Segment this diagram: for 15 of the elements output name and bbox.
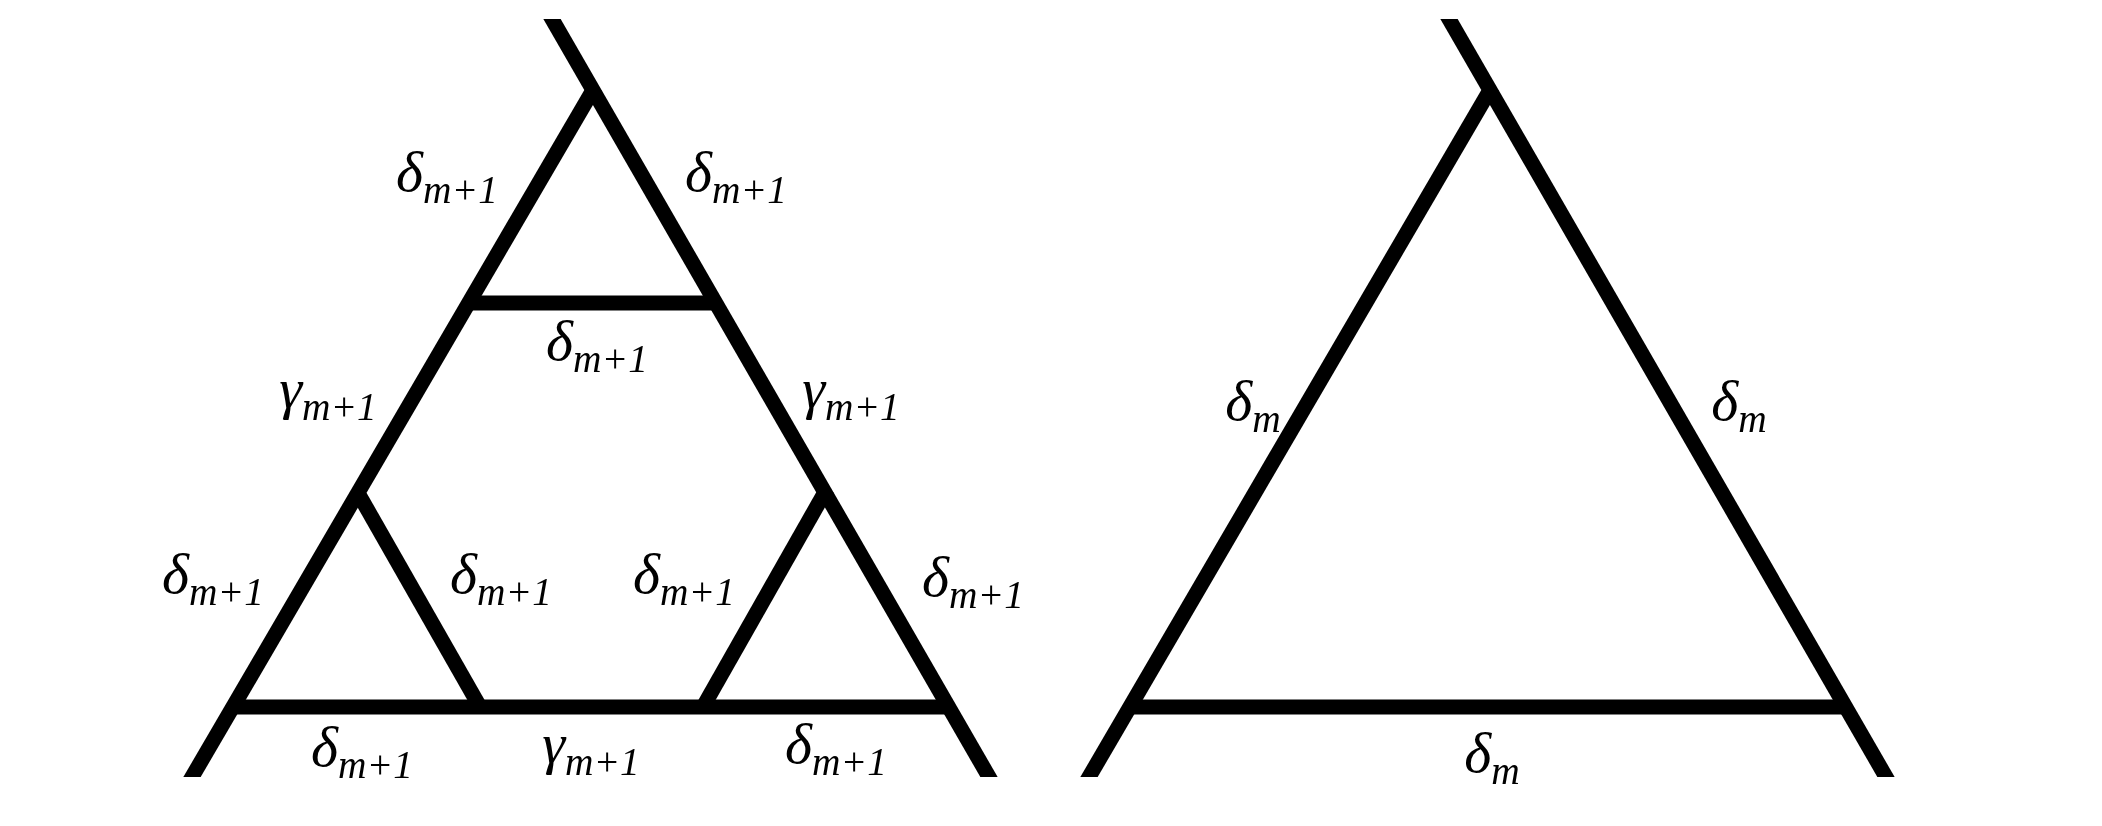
math-label: δ$_{m}$ (1225, 372, 1281, 430)
math-label: γ$_{m+1}$ (802, 360, 900, 418)
math-label: δ$_{m+1}$ (396, 143, 498, 201)
math-label: δ$_{m}$ (1464, 724, 1520, 782)
math-label: δ$_{m+1}$ (311, 718, 413, 776)
math-label: γ$_{m+1}$ (279, 360, 377, 418)
math-label: δ$_{m+1}$ (922, 548, 1024, 606)
math-label: δ$_{m+1}$ (162, 545, 264, 603)
math-label: δ$_{m+1}$ (785, 715, 887, 773)
math-label: δ$_{m}$ (1711, 372, 1767, 430)
math-label: δ$_{m+1}$ (450, 545, 552, 603)
math-label: γ$_{m+1}$ (542, 715, 640, 773)
math-label: δ$_{m+1}$ (685, 143, 787, 201)
math-label: δ$_{m+1}$ (546, 312, 648, 370)
math-label: δ$_{m+1}$ (633, 545, 735, 603)
